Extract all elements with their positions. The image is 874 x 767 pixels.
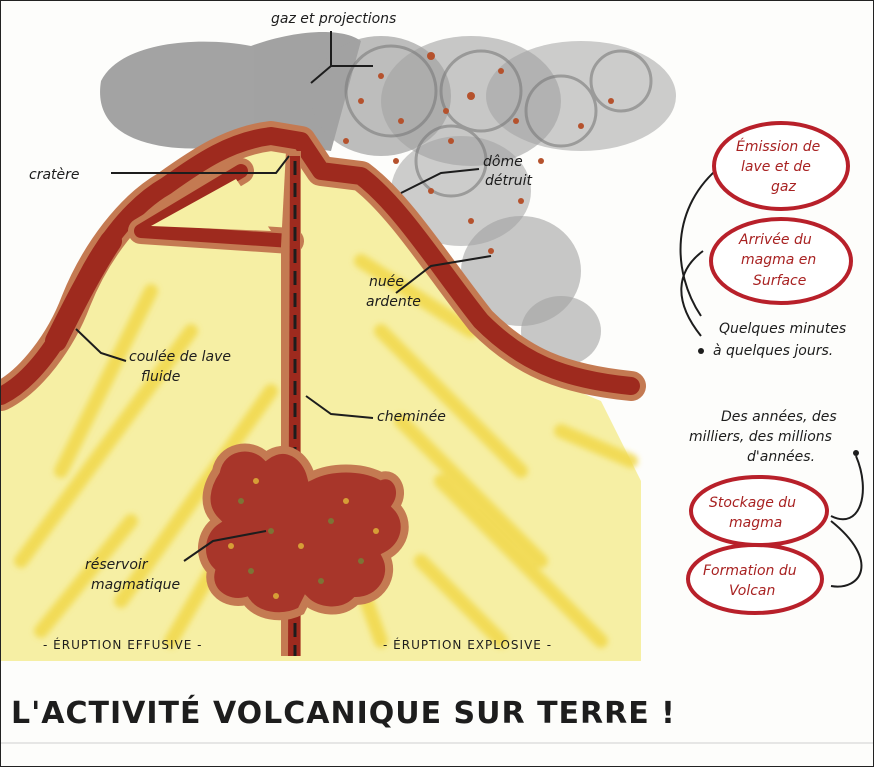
stage-2-line-3: Surface	[753, 273, 806, 289]
stage-2-line-1: Arrivée du	[738, 232, 812, 248]
label-gas: gaz et projections	[271, 11, 396, 27]
stage-4-line-2: Volcan	[729, 583, 775, 599]
short-time-2: à quelques jours.	[713, 343, 833, 359]
stage-bubbles	[686, 121, 853, 615]
stage-3-line-1: Stockage du	[709, 495, 796, 511]
short-time-1: Quelques minutes	[719, 321, 846, 337]
magma-reservoir	[197, 443, 409, 621]
label-reservoir-2: magmatique	[91, 577, 180, 593]
label-nuee-1: nuée	[369, 274, 404, 290]
stage-1-line-3: gaz	[771, 179, 796, 195]
long-time-3: d'années.	[747, 449, 815, 465]
label-chimney: cheminée	[377, 409, 446, 425]
stage-3-line-2: magma	[729, 515, 782, 531]
stage-2-line-2: magma en	[741, 252, 816, 268]
page-title: L'ACTIVITÉ VOLCANIQUE SUR TERRE !	[11, 695, 676, 731]
lava-rim	[1, 121, 646, 411]
label-dome-2: détruit	[485, 173, 533, 189]
stage-1-line-2: lave et de	[741, 159, 811, 175]
long-time-1: Des années, des	[721, 409, 837, 425]
label-dome-1: dôme	[483, 154, 523, 170]
label-effusive: - ÉRUPTION EFFUSIVE -	[43, 637, 202, 652]
label-lava-flow-2: fluide	[141, 369, 180, 385]
label-crater: cratère	[29, 167, 80, 183]
stage-4-line-1: Formation du	[703, 563, 797, 579]
projections	[343, 52, 614, 254]
label-lava-flow-1: coulée de lave	[129, 349, 231, 365]
long-time-2: milliers, des millions	[689, 429, 832, 445]
inner-triangle	[151, 179, 271, 231]
stage-1-line-1: Émission de	[736, 138, 820, 155]
label-reservoir-1: réservoir	[85, 557, 149, 573]
label-nuee-2: ardente	[366, 294, 421, 310]
pointer-lines	[75, 31, 864, 588]
label-explosive: - ÉRUPTION EXPLOSIVE -	[383, 637, 552, 652]
